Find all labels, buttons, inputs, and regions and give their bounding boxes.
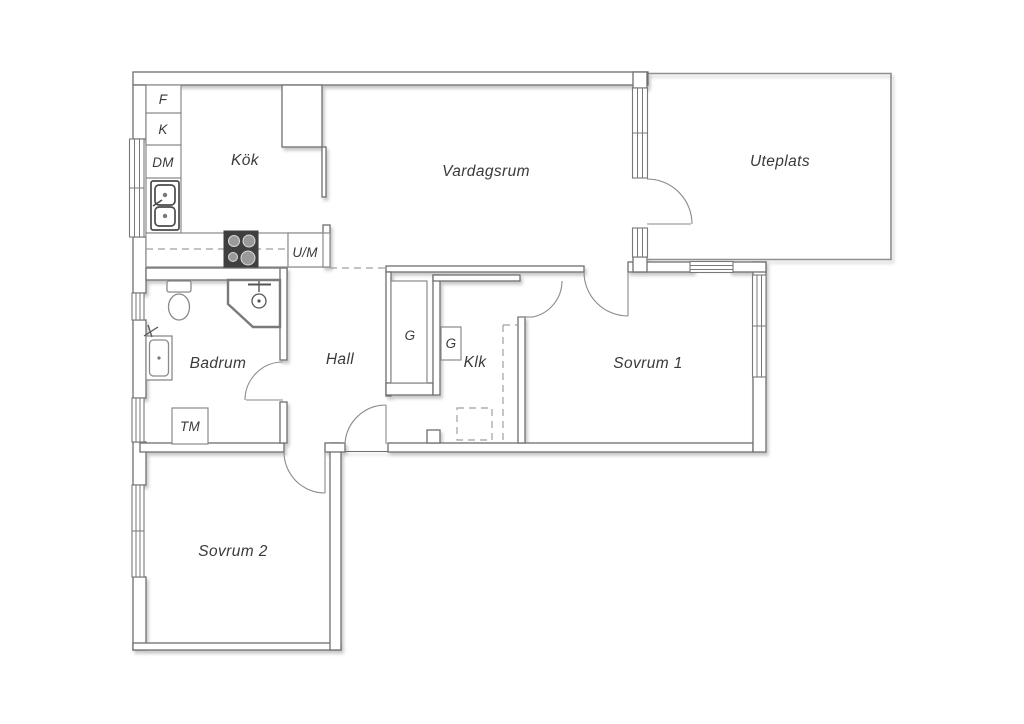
washing-machine-box <box>171 407 209 445</box>
sovrum1-top-window <box>689 260 734 274</box>
sovrum1-right-window <box>751 274 767 378</box>
overhead-dashed-lines <box>330 267 518 441</box>
windows <box>128 87 767 578</box>
label-fridge: K <box>158 122 168 137</box>
label-hall: Hall <box>326 351 354 368</box>
patio-door <box>646 178 693 225</box>
label-wardrobe-g-hall: G <box>405 328 416 343</box>
sovrum2-window <box>131 484 145 578</box>
shower-icon <box>226 278 282 329</box>
label-oven-micro: U/M <box>292 245 318 260</box>
oven-micro-box <box>287 232 324 268</box>
kitchen-sink-icon <box>150 180 180 231</box>
toilet-icon <box>166 280 192 321</box>
label-wardrobe-g-klk: G <box>446 336 457 351</box>
label-freezer: F <box>159 92 168 107</box>
doors <box>244 178 693 494</box>
sovrum2-door <box>283 451 326 494</box>
bathroom-window-upper <box>131 292 145 321</box>
sovrum1-door <box>583 271 629 317</box>
label-washing-machine: TM <box>180 419 200 434</box>
klk-door <box>518 280 563 318</box>
stove-icon <box>223 230 259 268</box>
label-uteplats: Uteplats <box>750 153 810 170</box>
label-dishwasher: DM <box>152 155 174 170</box>
label-sovrum2: Sovrum 2 <box>198 543 268 560</box>
label-badrum: Badrum <box>190 355 247 372</box>
bathroom-door <box>244 361 284 401</box>
label-kok: Kök <box>231 152 260 169</box>
vardagsrum-window <box>631 87 649 179</box>
uteplats-wall <box>648 72 892 261</box>
wardrobe-g-klk-box <box>440 326 462 361</box>
entry-door <box>344 404 387 445</box>
label-sovrum1: Sovrum 1 <box>613 355 683 372</box>
label-klk: Klk <box>464 354 488 371</box>
bathroom-sink-icon <box>143 324 173 381</box>
bathroom-window-lower <box>131 397 145 443</box>
label-vardagsrum: Vardagsrum <box>442 163 530 180</box>
kitchen-window <box>128 138 145 238</box>
patio-sidelight-window <box>631 227 649 258</box>
wardrobe-g-hall-box <box>390 280 428 384</box>
